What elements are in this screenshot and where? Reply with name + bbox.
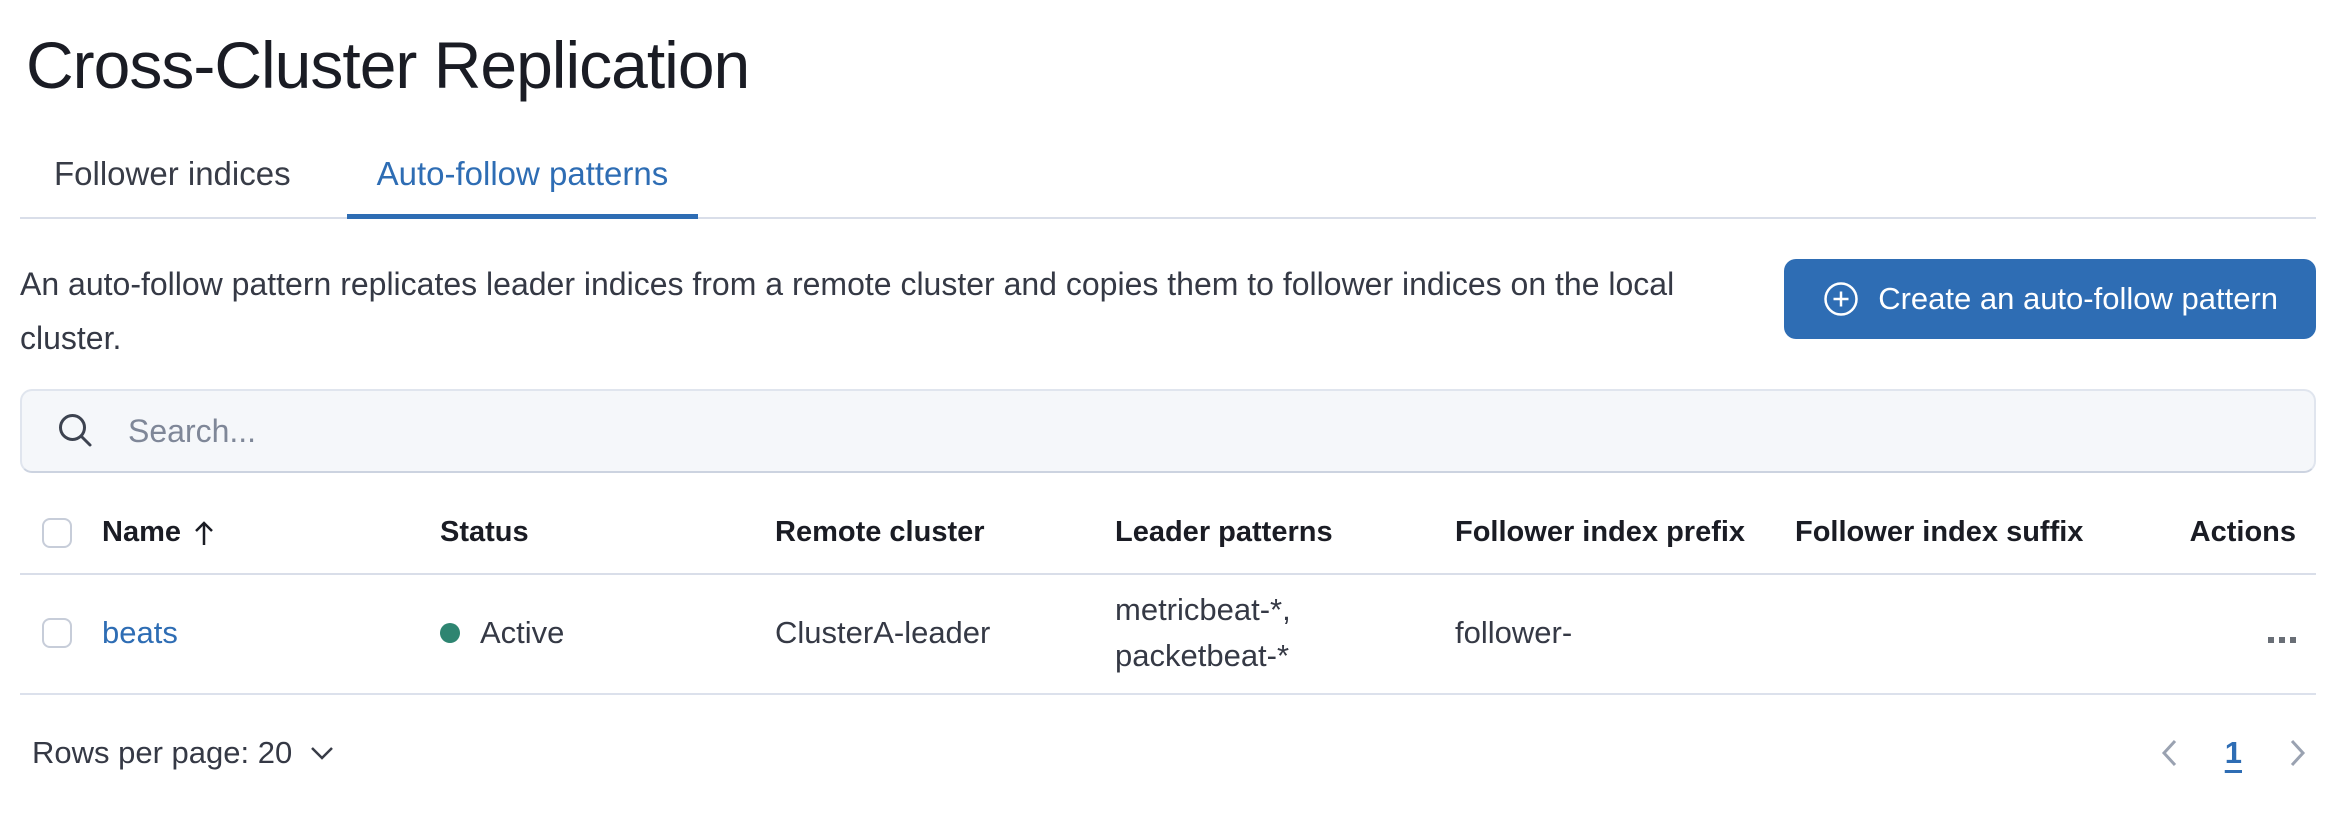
status-active-dot-icon [440, 623, 460, 644]
sort-ascending-icon [195, 520, 213, 545]
leader-patterns-cell: metricbeat-*, packetbeat-* [1115, 592, 1291, 674]
tab-auto-follow-patterns[interactable]: Auto-follow patterns [346, 135, 699, 220]
chevron-down-icon [311, 747, 334, 760]
page-title: Cross-Cluster Replication [26, 28, 750, 102]
table-footer: Rows per page: 20 1 [20, 735, 2316, 771]
column-header-leader-patterns: Leader patterns [1115, 516, 1333, 549]
column-header-status: Status [440, 516, 529, 549]
page-description: An auto-follow pattern replicates leader… [20, 266, 1675, 357]
select-all-checkbox[interactable] [42, 517, 72, 548]
column-header-name[interactable]: Name [102, 516, 217, 549]
intro-section: An auto-follow pattern replicates leader… [20, 257, 2316, 365]
remote-cluster-cell: ClusterA-leader [775, 615, 991, 651]
search-icon [59, 414, 92, 447]
status-cell: Active [440, 615, 564, 651]
tab-bar: Follower indices Auto-follow patterns [20, 135, 2316, 220]
next-page-button[interactable] [2286, 736, 2308, 770]
boxes-horizontal-icon [2268, 637, 2274, 644]
rows-per-page-button[interactable]: Rows per page: 20 [32, 735, 336, 771]
row-checkbox[interactable] [42, 618, 72, 649]
page-number-1[interactable]: 1 [2224, 735, 2242, 771]
column-header-follower-index-prefix: Follower index prefix [1455, 516, 1746, 549]
column-header-name-label: Name [102, 516, 181, 549]
pattern-name-link[interactable]: beats [102, 615, 178, 651]
follower-index-suffix-cell [1785, 574, 2125, 694]
pagination: 1 [2159, 735, 2308, 771]
create-auto-follow-pattern-button[interactable]: Create an auto-follow pattern [1784, 259, 2316, 340]
auto-follow-patterns-table: Name Status Remote cluster Leader patter… [20, 515, 2316, 695]
cross-cluster-replication-page: Cross-Cluster Replication Follower indic… [0, 26, 2336, 771]
table-header-row: Name Status Remote cluster Leader patter… [20, 515, 2316, 575]
status-label: Active [480, 615, 565, 651]
column-header-actions: Actions [2189, 516, 2296, 549]
search-bar [20, 389, 2316, 474]
create-button-label: Create an auto-follow pattern [1878, 281, 2278, 317]
previous-page-button[interactable] [2159, 736, 2181, 770]
follower-index-prefix-cell: follower- [1455, 615, 1573, 651]
row-actions-button[interactable] [2268, 637, 2296, 644]
plus-in-circle-icon [1824, 282, 1858, 316]
rows-per-page-label: Rows per page: 20 [32, 735, 293, 771]
column-header-follower-index-suffix: Follower index suffix [1795, 516, 2084, 549]
table-row: beats Active ClusterA-leader metricbeat-… [20, 574, 2316, 695]
search-input[interactable] [20, 389, 2316, 474]
tab-follower-indices[interactable]: Follower indices [54, 155, 291, 193]
column-header-remote-cluster: Remote cluster [775, 516, 985, 549]
